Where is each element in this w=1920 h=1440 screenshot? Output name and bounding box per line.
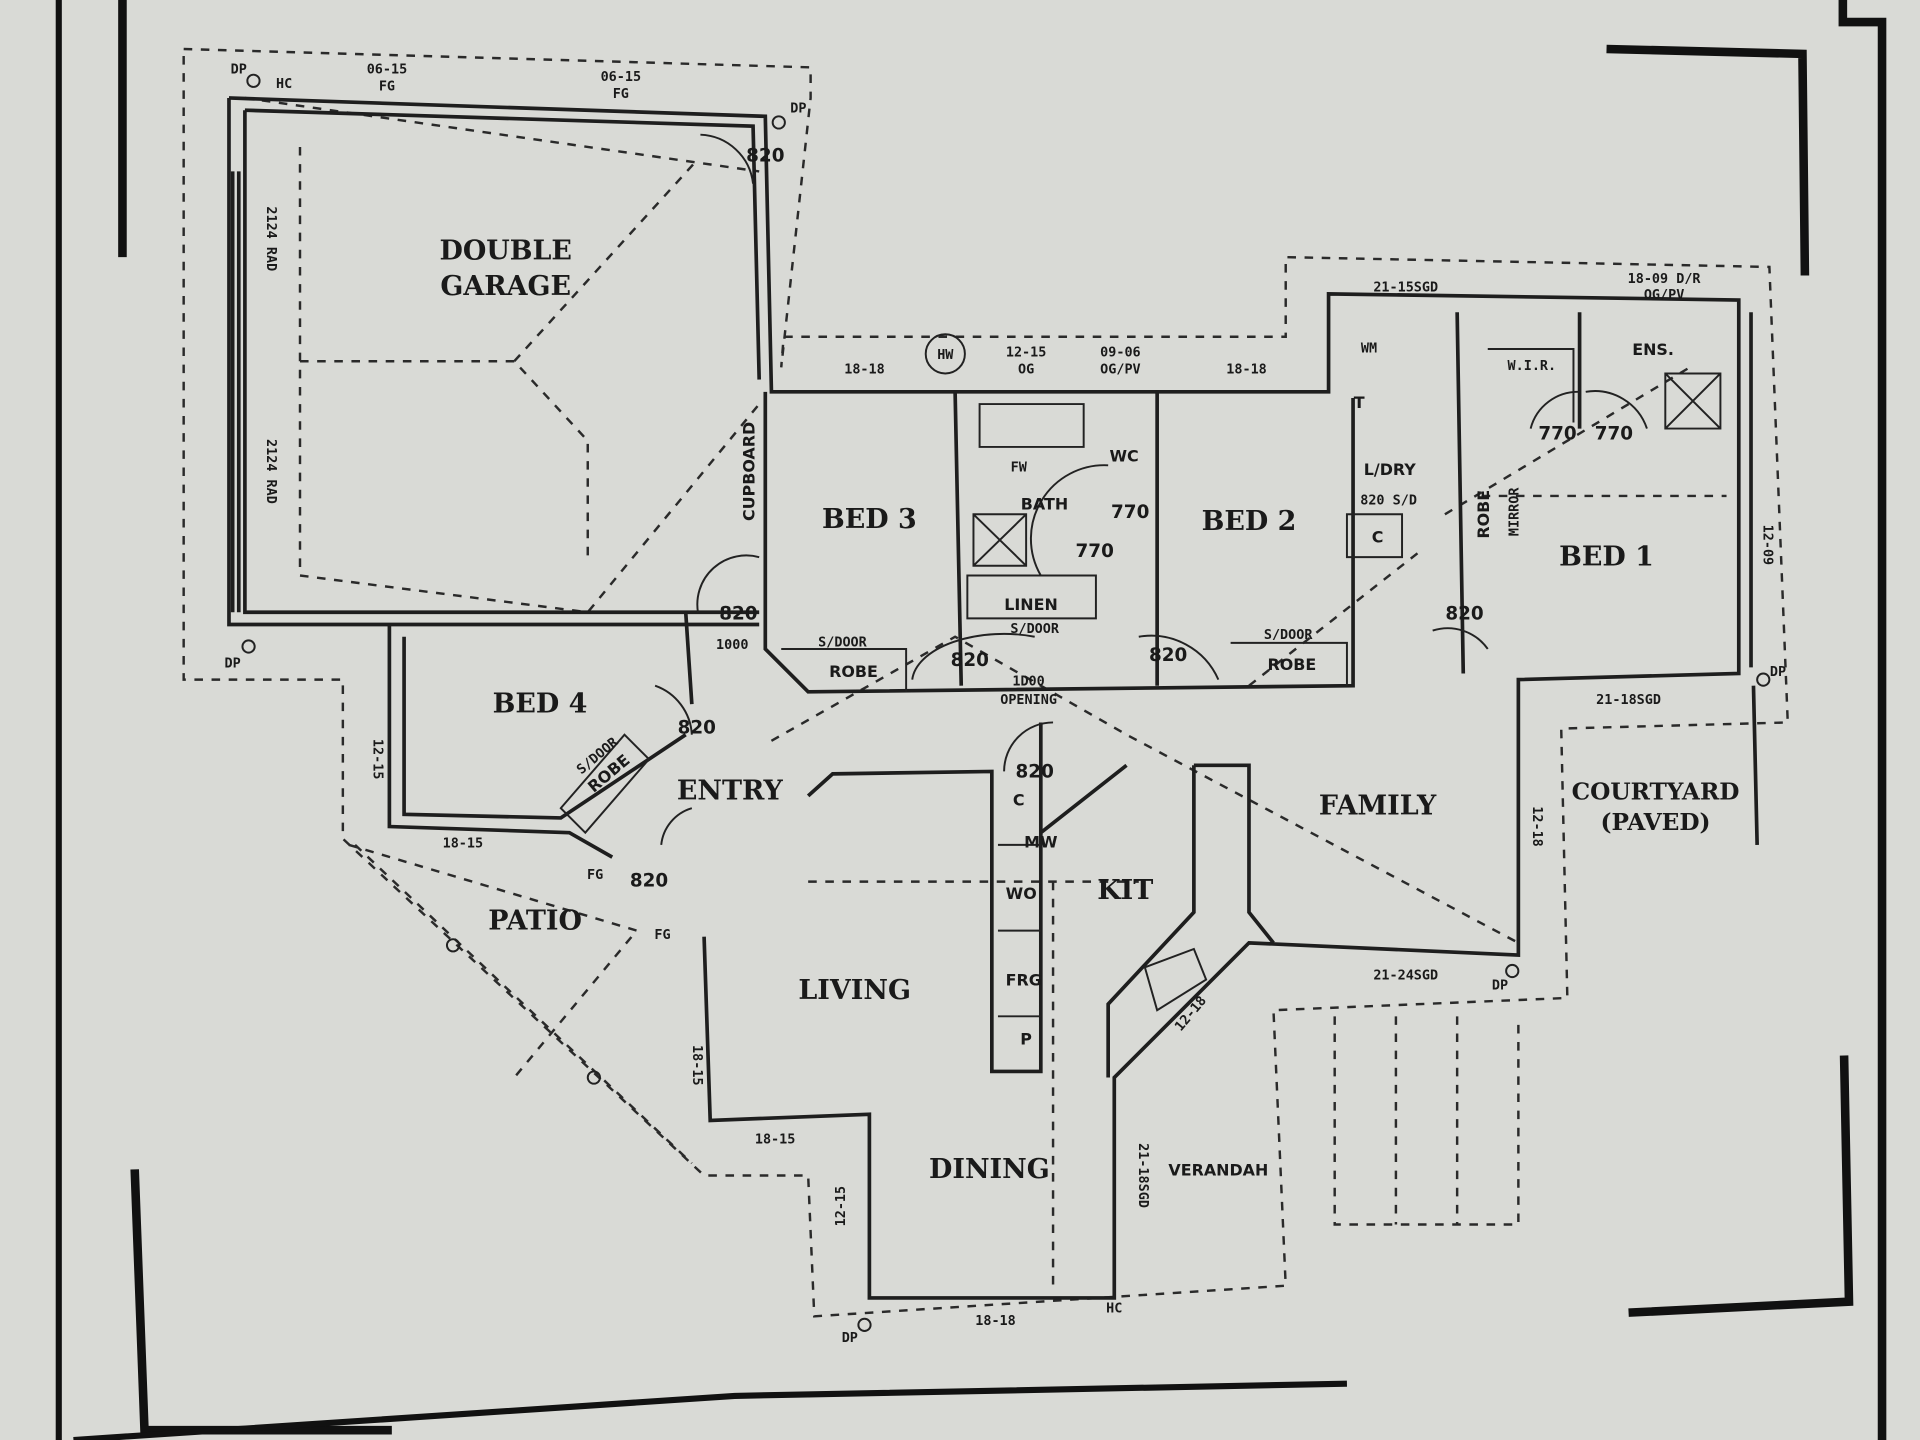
window-code: OG bbox=[1018, 362, 1034, 377]
opening-label: OPENING bbox=[1000, 693, 1057, 708]
label-robe-bed1: ROBE bbox=[1474, 490, 1493, 539]
door-820: 820 bbox=[719, 604, 757, 625]
door-820: 820 bbox=[746, 146, 784, 167]
label-mirror: MIRROR bbox=[1507, 487, 1522, 536]
hose-cock-label: HC bbox=[1106, 1302, 1122, 1317]
window-code: 18-15 bbox=[443, 836, 484, 851]
label-linen: LINEN bbox=[1004, 595, 1058, 614]
window-code: 18-09 D/R bbox=[1628, 272, 1702, 287]
label-robe-bed3: ROBE bbox=[829, 662, 878, 681]
label-courtyard: COURTYARD bbox=[1572, 779, 1740, 806]
door-820: 820 bbox=[1445, 604, 1483, 625]
label-robe-bed2: ROBE bbox=[1267, 655, 1316, 674]
label-microwave: MW bbox=[1024, 832, 1058, 851]
label-patio: PATIO bbox=[488, 905, 582, 936]
window-code: 21-18SGD bbox=[1135, 1143, 1150, 1208]
label-family: FAMILY bbox=[1319, 790, 1437, 821]
sliding-door-bed3: S/DOOR bbox=[818, 636, 867, 651]
hose-cock-label: HC bbox=[276, 77, 292, 92]
label-kitchen: KIT bbox=[1097, 875, 1153, 906]
label-hot-water: HW bbox=[937, 348, 954, 363]
window-code: FG bbox=[613, 87, 629, 102]
door-820: 820 bbox=[678, 717, 716, 738]
window-code: 09-06 bbox=[1100, 345, 1141, 360]
sliding-door-linen: S/DOOR bbox=[1010, 622, 1059, 637]
door-820: 820 bbox=[1149, 645, 1187, 666]
label-bath: BATH bbox=[1021, 494, 1068, 513]
window-code: OG/PV bbox=[1100, 362, 1141, 377]
fixture-labels: C MW WO FRG P T WM HW FW C bbox=[937, 342, 1383, 1049]
door-770: 770 bbox=[1595, 424, 1633, 445]
downpipe-label: DP bbox=[790, 102, 806, 117]
opening-width: 1D00 bbox=[1012, 675, 1044, 690]
door-1000: 1000 bbox=[716, 638, 748, 653]
label-verandah: VERANDAH bbox=[1168, 1161, 1268, 1180]
eaves-outline bbox=[182, 47, 1790, 1318]
label-wall-oven: WO bbox=[1006, 884, 1037, 903]
label-double-garage-2: GARAGE bbox=[440, 271, 571, 302]
window-code: 18-15 bbox=[689, 1045, 704, 1086]
window-code: 18-18 bbox=[975, 1314, 1016, 1329]
door-820: 820 bbox=[1016, 762, 1054, 783]
window-code: 12-18 bbox=[1529, 806, 1544, 846]
label-double-garage: DOUBLE bbox=[439, 236, 571, 267]
label-fridge: FRG bbox=[1006, 971, 1042, 990]
door-770: 770 bbox=[1076, 541, 1114, 562]
label-laundry: L/DRY bbox=[1364, 460, 1417, 479]
room-labels: DOUBLE GARAGE BED 3 BED 2 BED 1 BED 4 BA… bbox=[439, 236, 1739, 1185]
walls bbox=[227, 73, 1771, 1332]
label-washing-machine: WM bbox=[1361, 342, 1377, 357]
window-code: FG bbox=[379, 80, 395, 95]
label-dining: DINING bbox=[929, 1154, 1050, 1185]
label-cupboard-c: C bbox=[1013, 791, 1025, 810]
window-code: 12-15 bbox=[369, 739, 384, 779]
window-code: 06-15 bbox=[601, 70, 642, 85]
window-code: 21-15SGD bbox=[1373, 280, 1438, 295]
window-code: OG/PV bbox=[1644, 288, 1684, 303]
window-code: 21-24SGD bbox=[1373, 969, 1438, 984]
hot-water-unit bbox=[924, 333, 966, 375]
frame bbox=[55, 0, 1887, 1440]
window-code: 2124 RAD bbox=[263, 206, 278, 271]
window-labels: 06-15 FG 06-15 FG 21-15SGD 18-09 D/R OG/… bbox=[225, 62, 1787, 1346]
door-770: 770 bbox=[1538, 424, 1576, 445]
label-bed4: BED 4 bbox=[493, 689, 588, 720]
window-code: 18-15 bbox=[755, 1133, 796, 1148]
label-entry: ENTRY bbox=[677, 776, 784, 807]
label-bed3: BED 3 bbox=[822, 504, 917, 535]
label-cupboard-laundry: C bbox=[1372, 527, 1384, 546]
downpipe-label: DP bbox=[1492, 978, 1508, 993]
window-code: 21-18SGD bbox=[1596, 693, 1661, 708]
window-code: FG bbox=[587, 868, 603, 883]
downpipe-label: DP bbox=[225, 656, 241, 671]
label-living: LIVING bbox=[798, 975, 911, 1006]
window-code: 2124 RAD bbox=[263, 439, 278, 504]
label-ensuite: ENS. bbox=[1632, 340, 1674, 359]
window-code: 12-15 bbox=[1006, 345, 1047, 360]
window-code: 12-09 bbox=[1759, 525, 1774, 566]
label-cupboard: CUPBOARD bbox=[739, 422, 758, 521]
door-820: 820 bbox=[630, 871, 668, 892]
label-bed1: BED 1 bbox=[1559, 542, 1654, 573]
label-wir: W.I.R. bbox=[1508, 359, 1557, 374]
door-770: 770 bbox=[1111, 502, 1149, 523]
window-code: 18-18 bbox=[844, 362, 885, 377]
label-bed2: BED 2 bbox=[1202, 506, 1297, 537]
window-code: 06-15 bbox=[367, 62, 408, 77]
window-code: 18-18 bbox=[1226, 362, 1267, 377]
label-wc: WC bbox=[1109, 447, 1138, 466]
label-courtyard-paved: (PAVED) bbox=[1600, 809, 1710, 836]
window-code: 12-15 bbox=[834, 1186, 849, 1227]
sliding-door-bed2: S/DOOR bbox=[1264, 628, 1313, 643]
downpipe-label: DP bbox=[231, 62, 247, 77]
downpipe-label: DP bbox=[1770, 665, 1786, 680]
label-floor-waste: FW bbox=[1011, 460, 1028, 475]
downpipe-label: DP bbox=[842, 1331, 858, 1346]
label-tub: T bbox=[1354, 393, 1365, 412]
window-code: FG bbox=[654, 928, 670, 943]
sliding-door-laundry: 820 S/D bbox=[1360, 493, 1417, 508]
label-pantry: P bbox=[1020, 1029, 1032, 1048]
door-820: 820 bbox=[951, 650, 989, 671]
